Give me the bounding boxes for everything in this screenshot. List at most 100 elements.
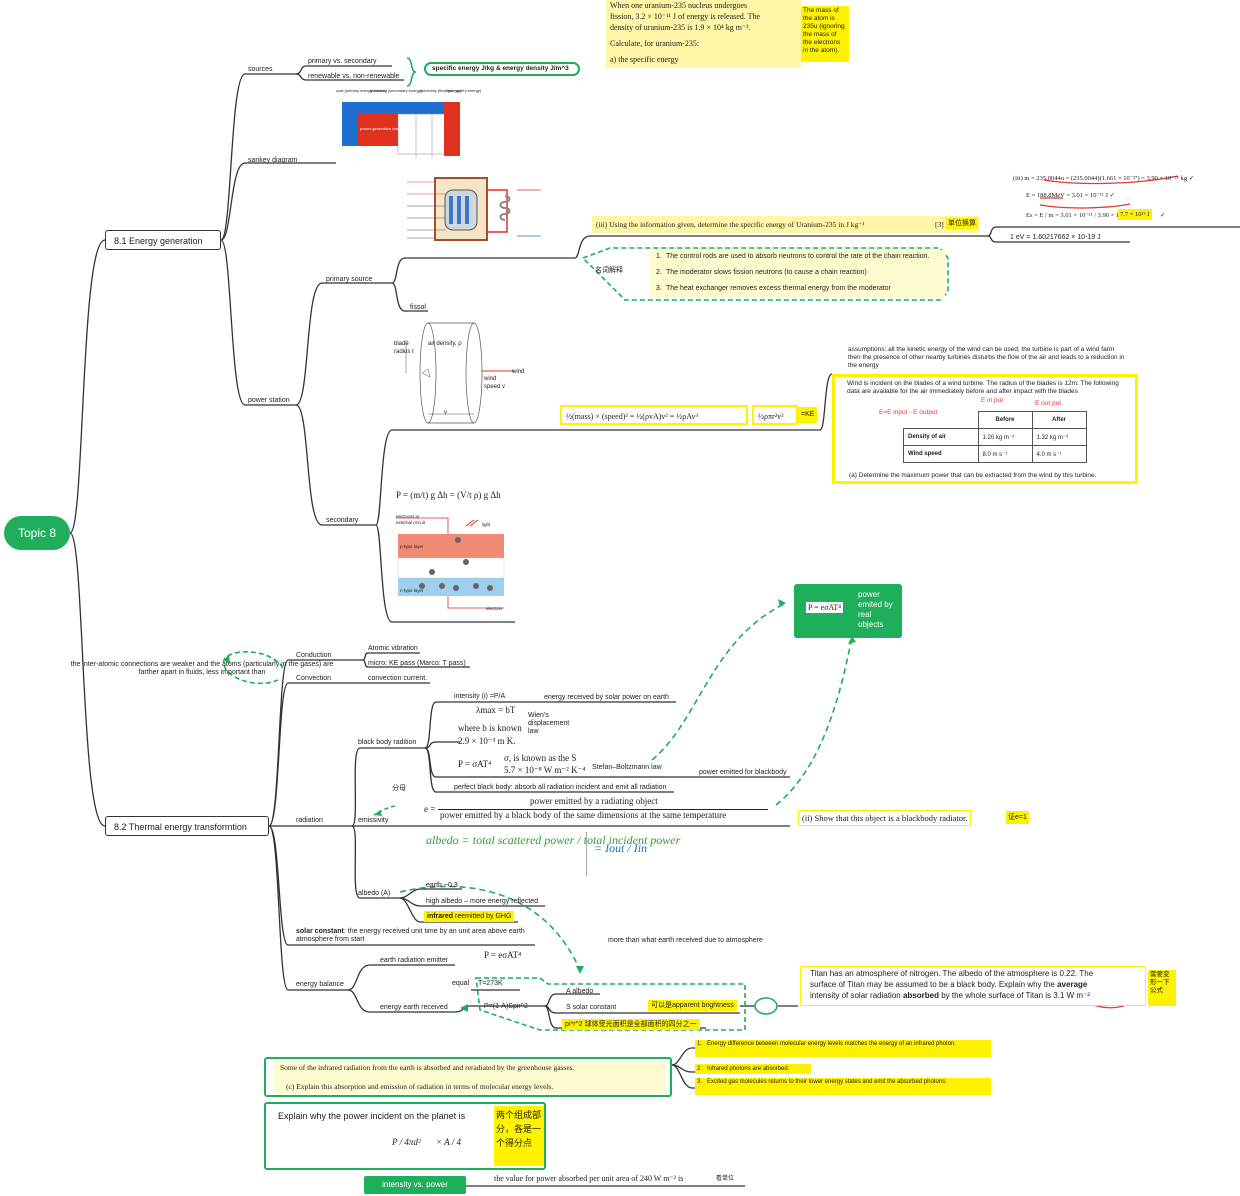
node-black-body[interactable]: black body radition: [358, 739, 417, 746]
reactor-diagram-image: [407, 172, 545, 246]
titan-note: 需要变形一下公式: [1148, 970, 1176, 1006]
node-renewable[interactable]: renewable vs. non-renewable: [308, 73, 400, 80]
branch-thermal-energy[interactable]: 8.2 Thermal energy transformtion: [105, 816, 269, 836]
node-apparent-brightness[interactable]: 可以是apparent brightness: [648, 1000, 737, 1011]
fenmu-note: 分母: [392, 785, 406, 792]
node-solar-constant[interactable]: solar constant: the energy received unit…: [296, 928, 525, 943]
intensity-vs-power-node[interactable]: intensity vs. power: [364, 1176, 466, 1194]
explain-question-box: Explain why the power incident on the pl…: [264, 1102, 546, 1170]
question-iii-box: (iii) Using the information given, deter…: [592, 216, 980, 233]
node-convection[interactable]: Convection: [296, 675, 332, 682]
uranium-q-line2: fission, 3.2 × 10⁻¹¹ J of energy is rele…: [610, 12, 761, 21]
real-objects-formula: P = eσAT⁴: [806, 602, 844, 613]
stefan-formula: P = σAT⁴: [458, 759, 492, 769]
node-atomic-vibration[interactable]: Atomic vibration: [368, 645, 418, 652]
label-v: v: [444, 410, 447, 416]
calc-line3: Es = E / m = 3.01 × 10⁻¹¹ / 3.90 × 10⁻²⁵…: [1026, 212, 1136, 219]
wind-assumptions: assumptions: all the kinetic energy of t…: [848, 346, 1125, 369]
node-emissivity[interactable]: emissivity: [358, 817, 389, 824]
sigma-text: σ, is known as the S: [504, 754, 577, 763]
sigma-value: 5.7 × 10⁻⁸ W m⁻² K⁻⁴: [504, 765, 586, 775]
pill-specific-energy[interactable]: specific energy J/kg & energy density J/…: [424, 62, 580, 76]
hydro-formula: P = (m/t) g Δh = (V/t ρ) g Δh: [396, 490, 501, 500]
node-high-albedo[interactable]: high albedo – more energy reflected: [426, 898, 539, 905]
term-1: 1.The control rods are used to absorb ne…: [656, 253, 930, 260]
node-earth-emitter[interactable]: earth radiation emitter: [380, 957, 449, 964]
node-earth-albedo[interactable]: earth ~0.3: [426, 882, 458, 889]
wien-b: where b is known: [458, 724, 522, 733]
node-fissol[interactable]: fissol: [410, 304, 426, 311]
node-t273[interactable]: T=273K: [478, 980, 503, 987]
wien-formula: λmax = bT: [476, 705, 516, 715]
question-iii-marks: [3]: [935, 220, 944, 229]
received-formula: P=(1-A)Spir^2: [484, 1003, 528, 1010]
calc-answer: 7.7 × 10¹³ J: [1118, 209, 1152, 220]
node-power-station[interactable]: power station: [248, 397, 290, 404]
ghg-answer-2: 2.Infrared photons are absorbed.: [695, 1064, 811, 1074]
calc-line2: E = 188.8MeV = 3.01 × 10⁻¹¹ J ✓: [1026, 192, 1116, 199]
wind-ke-formula: ½(mass) × (speed)² = ½(ρvA)v² = ½ρAv³: [560, 405, 748, 425]
ghg-question-box: Some of the infrared radiation from the …: [264, 1057, 672, 1097]
node-intensity[interactable]: intensity (i) =P/A: [454, 693, 506, 700]
emissivity-e: e =: [424, 804, 436, 814]
real-objects-label: power emited by real objects: [858, 590, 893, 629]
q240-note: 看单位: [716, 1176, 735, 1182]
fluids-note: the inter-atomic connections are weaker …: [70, 661, 334, 676]
node-energy-received[interactable]: energy earth received: [380, 1004, 448, 1011]
calc-tick: ✓: [1160, 212, 1166, 219]
uranium-q-part-a: a) the specific energy: [610, 55, 679, 64]
node-sources[interactable]: sources: [248, 66, 273, 73]
node-albedo[interactable]: albedo (A): [358, 890, 391, 897]
titan-line3: intensity of solar radiation absorbed by…: [810, 991, 1090, 1000]
uranium-note: The mass of the atom is 235u (ignoring t…: [801, 6, 849, 62]
albedo-divider: [586, 832, 587, 876]
root-topic[interactable]: Topic 8: [4, 516, 70, 550]
term-3: 3.The heat exchanger removes excess ther…: [656, 285, 891, 292]
branch-energy-generation[interactable]: 8.1 Energy generation: [105, 230, 221, 250]
uranium-q-line4: Calculate, for uranium-235:: [610, 39, 700, 48]
uranium-question-box: When one uranium-235 nucleus undergoes f…: [606, 0, 801, 68]
ghg-answer-1: 1.Energy difference between molecular en…: [695, 1040, 991, 1057]
label-blade-radius: blade radius r: [394, 341, 415, 355]
node-energy-balance[interactable]: energy balance: [296, 981, 344, 988]
node-primary-vs-secondary[interactable]: primary vs. secondary: [308, 58, 377, 65]
node-perfect-blackbody[interactable]: perfect black body: absorb all radiation…: [454, 784, 667, 791]
node-primary-source[interactable]: primary source: [326, 276, 373, 283]
explain-note: 两个组成部分，各是一个得分点: [494, 1106, 544, 1166]
explain-formula-left: P / 4πd²: [392, 1137, 421, 1147]
sankey-image: coal (primary energy source) electricity…: [336, 88, 481, 166]
wind-ke-label: =KE: [798, 407, 818, 423]
solar-label-light: light: [482, 522, 491, 527]
sankey-label-coal: coal (primary energy source): [336, 88, 387, 93]
explain-question-text: Explain why the power incident on the pl…: [278, 1111, 466, 1121]
node-radiation[interactable]: radiation: [296, 817, 323, 824]
node-s-solar[interactable]: S solar constant: [566, 1004, 617, 1011]
node-ev-conversion[interactable]: 1 eV = 1.60217662 × 10-19 J: [1010, 234, 1101, 241]
sankey-label-electricity3: electricity (final energy): [420, 88, 462, 93]
emissivity-denominator: power emitted by a black body of the sam…: [440, 810, 727, 820]
node-pir2[interactable]: pi*r^2 球体受光面积是全部面积的四分之一: [562, 1019, 700, 1030]
stefan-law: Stefan–Boltzmann law: [592, 764, 662, 771]
ghg-question-line1: Some of the infrared radiation from the …: [280, 1063, 575, 1072]
node-power-blackbody[interactable]: power emitted for blackbody: [699, 769, 787, 776]
node-convection-current[interactable]: convection current.: [368, 675, 428, 682]
question-iii-note: 单位换算: [946, 218, 978, 229]
node-secondary[interactable]: secondary: [326, 517, 359, 524]
wind-question-part-a: (a) Determine the maximum power that can…: [849, 472, 1097, 479]
sankey-label-losses: power-generation losses: [360, 126, 404, 131]
real-objects-card[interactable]: P = eσAT⁴ power emited by real objects: [794, 584, 902, 638]
node-sankey[interactable]: sankey diagram: [248, 157, 298, 164]
earth-emitter-formula: P = eσAT⁴: [484, 950, 522, 960]
node-infrared[interactable]: infrared reemitted by GHG: [424, 911, 515, 922]
titan-line2: surface of Titan may be assumed to be a …: [810, 980, 1088, 989]
equal-label: equal: [452, 980, 470, 987]
explain-formula-right: × A / 4: [436, 1137, 461, 1147]
node-more-than[interactable]: more than what earth received due to atm…: [608, 937, 763, 944]
node-micro[interactable]: micro: KE pass (Marco: T pass): [368, 660, 466, 667]
node-solar-received[interactable]: energy received by solar power on earth: [544, 694, 669, 701]
albedo-handwritten-ratio: = Iout / Iin: [594, 841, 648, 855]
node-a-albedo[interactable]: A albedo: [566, 988, 594, 995]
node-conduction[interactable]: Conduction: [296, 652, 332, 659]
uranium-q-line3: density of uranium-235 is 1.9 × 10⁴ kg m…: [610, 23, 751, 32]
wind-eout: E out put: [1035, 400, 1062, 407]
